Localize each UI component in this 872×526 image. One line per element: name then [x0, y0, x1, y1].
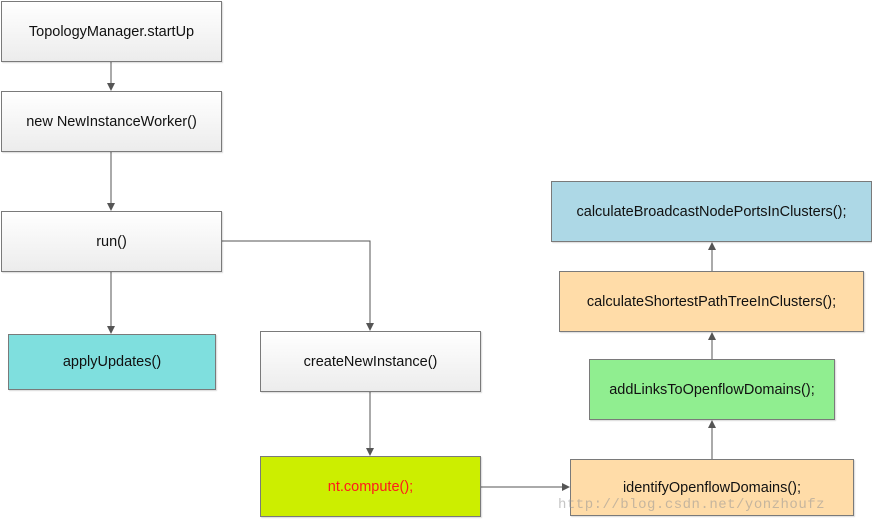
node-label: nt.compute();: [327, 478, 414, 495]
node-topology-manager-startup: TopologyManager.startUp: [1, 1, 222, 62]
node-label: new NewInstanceWorker(): [26, 113, 197, 130]
node-label: createNewInstance(): [303, 353, 438, 370]
node-run: run(): [1, 211, 222, 272]
node-create-new-instance: createNewInstance(): [260, 331, 481, 392]
node-calculate-shortest-path-tree: calculateShortestPathTreeInClusters();: [559, 271, 864, 332]
node-label: TopologyManager.startUp: [28, 23, 195, 40]
node-label: run(): [96, 233, 127, 250]
node-nt-compute: nt.compute();: [260, 456, 481, 517]
node-label: calculateShortestPathTreeInClusters();: [586, 293, 837, 310]
node-add-links-to-openflow-domains: addLinksToOpenflowDomains();: [589, 359, 835, 420]
node-label: identifyOpenflowDomains();: [622, 479, 802, 496]
node-label: addLinksToOpenflowDomains();: [609, 381, 815, 398]
node-label: applyUpdates(): [62, 354, 162, 370]
node-identify-openflow-domains: identifyOpenflowDomains();: [570, 459, 854, 516]
node-new-instance-worker: new NewInstanceWorker(): [1, 91, 222, 152]
watermark: http://blog.csdn.net/yonzhoufz: [558, 497, 826, 513]
node-calculate-broadcast-node-ports: calculateBroadcastNodePortsInClusters();: [551, 181, 872, 242]
edge-run-to-create-new-instance: [222, 240, 374, 331]
node-label: calculateBroadcastNodePortsInClusters();: [576, 203, 847, 220]
node-apply-updates: applyUpdates(): [8, 334, 216, 390]
